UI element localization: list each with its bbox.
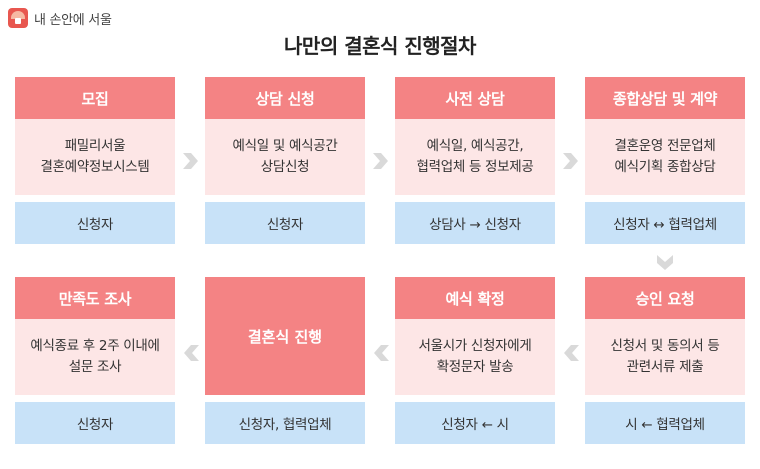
step-wedding: 결혼식 진행 — [205, 277, 365, 395]
step-actor: 신청자, 협력업체 — [205, 402, 365, 444]
step-confirm: 예식 확정 서울시가 신청자에게 확정문자 발송 — [395, 277, 555, 395]
step-title: 예식 확정 — [395, 277, 555, 319]
step-title: 만족도 조사 — [15, 277, 175, 319]
step-description: 서울시가 신청자에게 확정문자 발송 — [395, 319, 555, 395]
brand-name: 내 손안에 서울 — [34, 12, 112, 28]
step-description: 신청서 및 동의서 등 관련서류 제출 — [585, 319, 745, 395]
page-title: 나만의 결혼식 진행절차 — [284, 34, 476, 58]
step-description: 예식일 및 예식공간 상담신청 — [205, 119, 365, 195]
step-recruit: 모집 패밀리서울 결혼예약정보시스템 — [15, 77, 175, 195]
chevron-right-icon — [183, 153, 198, 169]
step-description: 결혼운영 전문업체 예식기획 종합상담 — [585, 119, 745, 195]
chevron-left-icon — [564, 345, 579, 361]
step-description: 예식일, 예식공간, 협력업체 등 정보제공 — [395, 119, 555, 195]
step-approval: 승인 요청 신청서 및 동의서 등 관련서류 제출 — [585, 277, 745, 395]
step-title: 모집 — [15, 77, 175, 119]
step-title: 종합상담 및 계약 — [585, 77, 745, 119]
step-pre-consult: 사전 상담 예식일, 예식공간, 협력업체 등 정보제공 — [395, 77, 555, 195]
step-description: 패밀리서울 결혼예약정보시스템 — [15, 119, 175, 195]
seoul-logo-icon — [8, 8, 28, 28]
brand-logo: 내 손안에 서울 — [8, 8, 112, 28]
step-actor: 신청자 — [15, 402, 175, 444]
step-title: 상담 신청 — [205, 77, 365, 119]
step-actor: 신청자 — [205, 202, 365, 244]
step-actor: 상담사 → 신청자 — [395, 202, 555, 244]
chevron-down-icon — [657, 255, 673, 270]
step-survey: 만족도 조사 예식종료 후 2주 이내에 설문 조사 — [15, 277, 175, 395]
step-title: 사전 상담 — [395, 77, 555, 119]
step-actor: 신청자 ← 시 — [395, 402, 555, 444]
step-actor: 시 ← 협력업체 — [585, 402, 745, 444]
step-actor: 신청자 — [15, 202, 175, 244]
step-actor: 신청자 ↔ 협력업체 — [585, 202, 745, 244]
chevron-left-icon — [184, 345, 199, 361]
step-description: 예식종료 후 2주 이내에 설문 조사 — [15, 319, 175, 395]
chevron-right-icon — [563, 153, 578, 169]
step-contract: 종합상담 및 계약 결혼운영 전문업체 예식기획 종합상담 — [585, 77, 745, 195]
step-consult-request: 상담 신청 예식일 및 예식공간 상담신청 — [205, 77, 365, 195]
step-title: 승인 요청 — [585, 277, 745, 319]
chevron-left-icon — [374, 345, 389, 361]
chevron-right-icon — [373, 153, 388, 169]
